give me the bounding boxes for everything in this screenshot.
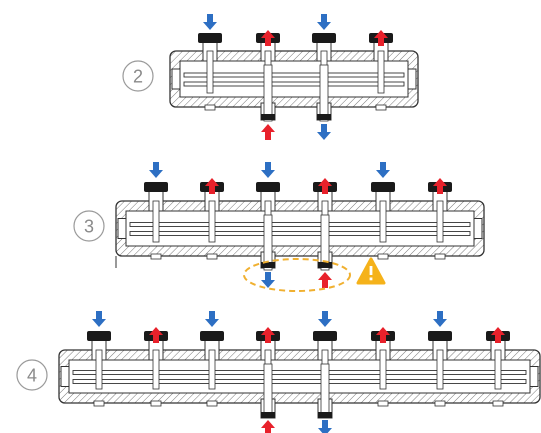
port-cap (428, 331, 452, 341)
port-tube (152, 349, 160, 390)
red-arrow-up-icon (149, 327, 163, 343)
port-nub (150, 253, 162, 260)
end-plug (407, 68, 417, 90)
red-arrow-up-icon (491, 327, 505, 343)
port-nub (377, 400, 389, 407)
port-nub (375, 104, 387, 111)
port-cap (371, 182, 395, 192)
red-arrow-up-icon (261, 30, 275, 46)
red-arrow-up-icon (433, 178, 447, 194)
port-cap (198, 33, 222, 43)
badge-config-3: 3 (73, 210, 105, 242)
red-arrow-up-icon (261, 327, 275, 343)
bottom-port-tube (320, 363, 330, 418)
end-plug (117, 218, 127, 239)
end-plug (473, 218, 483, 239)
port-cap (200, 331, 224, 341)
port-tube (494, 349, 502, 390)
separator-tube (129, 231, 471, 236)
blue-arrow-down-icon (92, 311, 106, 327)
red-arrow-up-icon (376, 327, 390, 343)
port-tube (95, 349, 103, 390)
bottom-port-tube (263, 64, 273, 122)
blue-arrow-down-icon (261, 272, 275, 288)
blue-arrow-down-icon (149, 162, 163, 178)
badge-label-3: 3 (84, 217, 94, 237)
port-cap (144, 182, 168, 192)
manifold-chamber (179, 60, 409, 98)
bottom-port-tube (263, 214, 273, 271)
manifold-chamber (125, 210, 475, 247)
port-tube (208, 200, 216, 243)
port-nub (93, 400, 105, 407)
end-plug (60, 366, 70, 387)
blue-arrow-down-icon (317, 14, 331, 30)
separator-tube (183, 72, 405, 78)
red-arrow-up-icon (318, 272, 332, 288)
bottom-port-cap (261, 114, 275, 120)
blue-arrow-down-icon (317, 124, 331, 140)
blue-arrow-down-icon (261, 162, 275, 178)
port-tube (152, 200, 160, 243)
red-arrow-up-icon (261, 124, 275, 140)
blue-arrow-down-icon (376, 162, 390, 178)
port-tube (206, 50, 214, 94)
warning-triangle-icon (356, 257, 386, 285)
port-tube (379, 200, 387, 243)
port-nub (377, 253, 389, 260)
manifold-chamber (68, 359, 531, 394)
port-tube (436, 200, 444, 243)
port-cap (313, 331, 337, 341)
manifold-config-2 (169, 14, 419, 140)
port-nub (150, 400, 162, 407)
port-tube (379, 349, 387, 390)
port-tube (377, 50, 385, 94)
blue-arrow-down-icon (205, 311, 219, 327)
manifold-config-4 (58, 311, 541, 433)
blue-arrow-down-icon (318, 420, 332, 433)
bottom-port-cap (318, 262, 332, 268)
bottom-port-cap (261, 412, 275, 418)
port-tube (436, 349, 444, 390)
badge-config-2: 2 (122, 60, 154, 92)
port-nub (206, 400, 218, 407)
separator-tube (129, 222, 471, 227)
port-cap (87, 331, 111, 341)
port-nub (206, 253, 218, 260)
port-nub (434, 253, 446, 260)
blue-arrow-down-icon (433, 311, 447, 327)
separator-tube (72, 379, 527, 384)
badge-label-2: 2 (133, 67, 143, 87)
red-arrow-up-icon (205, 178, 219, 194)
bottom-port-cap (317, 114, 331, 120)
bottom-port-tube (319, 64, 329, 122)
port-cap (312, 33, 336, 43)
bottom-port-cap (261, 262, 275, 268)
blue-arrow-down-icon (318, 311, 332, 327)
end-plug (529, 366, 539, 387)
port-tube (208, 349, 216, 390)
badge-label-4: 4 (27, 366, 37, 386)
separator-tube (72, 370, 527, 375)
port-nub (434, 400, 446, 407)
manifold-config-3 (115, 162, 485, 288)
warning-highlight (243, 257, 386, 292)
red-arrow-up-icon (374, 30, 388, 46)
bottom-port-cap (318, 412, 332, 418)
bottom-port-tube (320, 214, 330, 271)
blue-arrow-down-icon (203, 14, 217, 30)
red-arrow-up-icon (318, 178, 332, 194)
bottom-port-tube (263, 363, 273, 418)
port-nub (492, 400, 504, 407)
port-cap (256, 182, 280, 192)
red-arrow-up-icon (261, 420, 275, 433)
end-plug (171, 68, 181, 90)
port-nub (204, 104, 216, 111)
separator-tube (183, 81, 405, 87)
badge-config-4: 4 (16, 359, 48, 391)
